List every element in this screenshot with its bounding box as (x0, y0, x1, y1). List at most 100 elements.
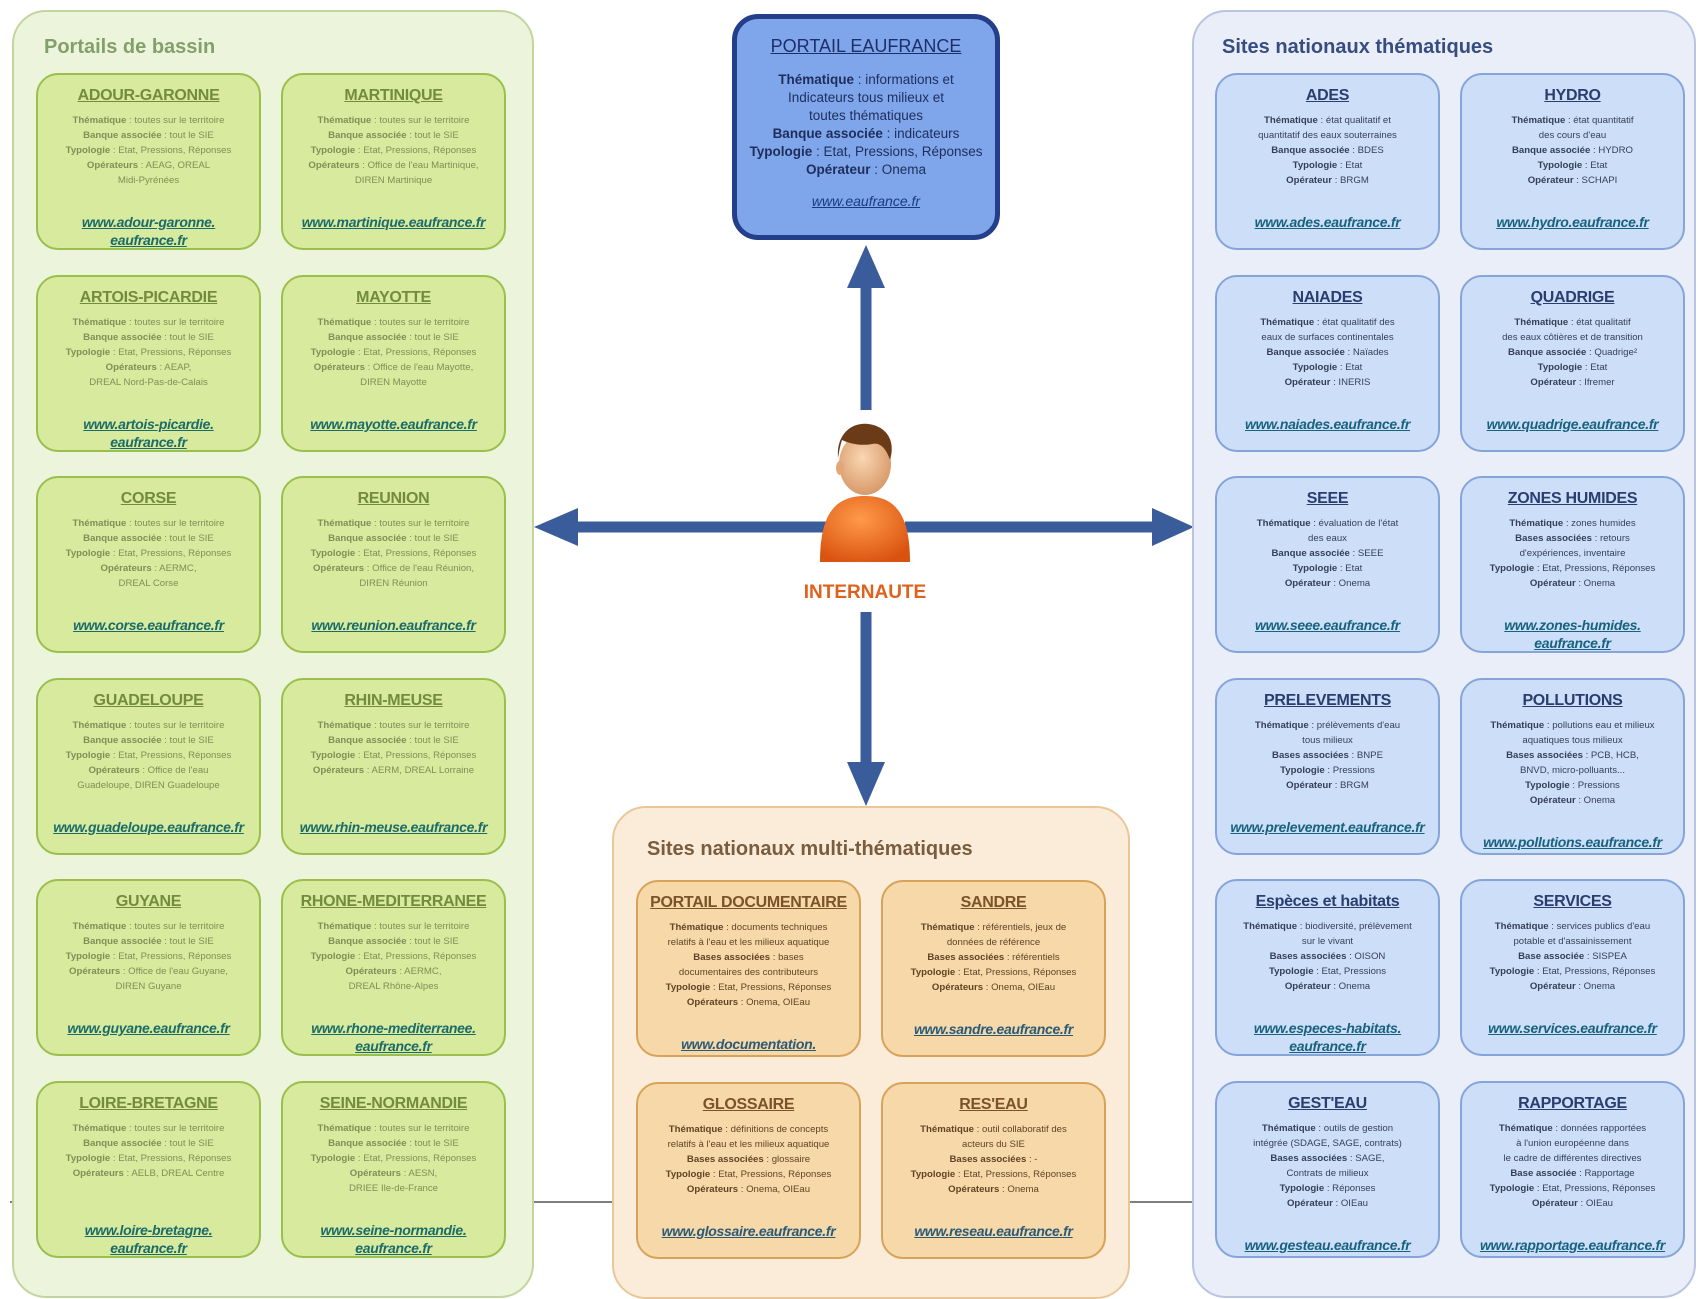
site-card-title[interactable]: SERVICES (1533, 893, 1612, 910)
site-card-title[interactable]: PORTAIL DOCUMENTAIRE (650, 894, 847, 911)
site-card-link[interactable]: www.rhone-mediterranee. (311, 1020, 476, 1036)
site-card-link[interactable]: eaufrance.fr (1289, 1038, 1366, 1054)
site-card-line-key: Opérateur (1284, 377, 1331, 388)
portail-link[interactable]: www.eaufrance.fr (811, 193, 921, 209)
site-card-line-value: DIREN Réunion (359, 578, 428, 589)
site-card-title[interactable]: RHIN-MEUSE (344, 692, 443, 709)
site-card-link[interactable]: www.pollutions.eaufrance.fr (1483, 834, 1662, 850)
site-card-link[interactable]: www.reunion.eaufrance.fr (311, 617, 476, 633)
site-card-title[interactable]: ADOUR-GARONNE (77, 87, 220, 104)
site-card-title[interactable]: RAPPORTAGE (1518, 1095, 1627, 1112)
site-card-line-value: à l'union européenne dans (1516, 1138, 1629, 1149)
site-card-link[interactable]: www.mayotte.eaufrance.fr (310, 416, 477, 432)
site-card-title[interactable]: ADES (1305, 87, 1350, 104)
site-card-title[interactable]: MAYOTTE (356, 289, 431, 306)
site-card-title[interactable]: ARTOIS-PICARDIE (79, 289, 218, 306)
site-card-title[interactable]: GUADELOUPE (93, 692, 204, 709)
site-card-line-key: Opérateur (1286, 1198, 1333, 1209)
arrow-right-head (1152, 508, 1194, 546)
site-card-line-value: : Etat, Pressions, Réponses (955, 967, 1077, 978)
site-card-line: Opérateurs : Office de l'eau Guyane, (41, 964, 256, 979)
site-card-link[interactable]: www.seine-normandie. (320, 1222, 467, 1238)
site-card-link[interactable]: eaufrance.fr (110, 434, 187, 450)
site-card-link[interactable]: www.zones-humides. (1504, 617, 1641, 633)
site-card-link[interactable]: www.artois-picardie. (83, 416, 214, 432)
site-card-link[interactable]: www.guadeloupe.eaufrance.fr (53, 819, 244, 835)
arrow-up-head (847, 245, 885, 288)
site-card-title[interactable]: SEINE-NORMANDIE (319, 1095, 468, 1112)
portail-line: Banque associée : indicateurs (737, 125, 995, 143)
site-card-link[interactable]: www.guyane.eaufrance.fr (67, 1020, 230, 1036)
site-card-link[interactable]: eaufrance.fr (641, 1053, 856, 1055)
site-card-link[interactable]: www.glossaire.eaufrance.fr (661, 1223, 836, 1239)
site-card-line: relatifs à l'eau et les milieux aquatiqu… (641, 1137, 856, 1152)
site-card-line: Banque associée : SEEE (1220, 546, 1435, 561)
site-card-link[interactable]: www.services.eaufrance.fr (1488, 1020, 1657, 1036)
site-card-title[interactable]: Espèces et habitats (1255, 893, 1400, 910)
site-card-title[interactable]: RHONE-MEDITERRANEE (300, 893, 487, 910)
site-card-link[interactable]: www.rapportage.eaufrance.fr (1479, 1237, 1666, 1253)
site-card-title[interactable]: GLOSSAIRE (702, 1096, 795, 1113)
site-card-title[interactable]: RES'EAU (959, 1096, 1028, 1113)
site-card-link[interactable]: www.documentation. (681, 1036, 816, 1052)
site-card-line-key: Banque associée (1271, 548, 1350, 559)
site-card-link[interactable]: www.martinique.eaufrance.fr (301, 214, 486, 230)
site-card-line: Typologie : Etat, Pressions, Réponses (286, 546, 501, 561)
site-card-link[interactable]: www.sandre.eaufrance.fr (913, 1021, 1074, 1037)
site-card-link[interactable]: www.naiades.eaufrance.fr (1244, 416, 1410, 432)
site-card-line-value: : toutes sur le territoire (126, 921, 225, 932)
site-card-title[interactable]: LOIRE-BRETAGNE (79, 1095, 218, 1112)
site-card-link[interactable]: eaufrance.fr (110, 232, 187, 248)
site-card-link[interactable]: www.adour-garonne. (81, 214, 216, 230)
site-card-link[interactable]: eaufrance.fr (110, 1240, 187, 1256)
site-card-link[interactable]: www.quadrige.eaufrance.fr (1486, 416, 1659, 432)
site-card-line-value: : Etat (1582, 362, 1608, 373)
site-card-line-key: Opérateurs (308, 160, 360, 171)
site-card-title[interactable]: REUNION (357, 490, 430, 507)
site-card-title[interactable]: SEEE (1306, 490, 1349, 507)
site-card-line: Thématique : pollutions eau et milieux (1465, 718, 1680, 733)
site-card-title[interactable]: CORSE (120, 490, 177, 507)
site-card-line-value: : Etat (1582, 160, 1608, 171)
site-card-title[interactable]: ZONES HUMIDES (1507, 490, 1638, 507)
site-card-link[interactable]: eaufrance.fr (355, 1038, 432, 1054)
site-card-line: le cadre de différentes directives (1465, 1151, 1680, 1166)
site-card-title[interactable]: GEST'EAU (1288, 1095, 1367, 1112)
site-card-link[interactable]: www.prelevement.eaufrance.fr (1230, 819, 1425, 835)
site-card-title[interactable]: NAIADES (1292, 289, 1363, 306)
site-card-link[interactable]: www.rhin-meuse.eaufrance.fr (299, 819, 488, 835)
site-card-title[interactable]: MARTINIQUE (344, 87, 443, 104)
site-card-line: Banque associée : tout le SIE (41, 330, 256, 345)
site-card-link[interactable]: eaufrance.fr (355, 1240, 432, 1256)
site-card-line-key: Opérateur (1284, 578, 1331, 589)
site-card-title[interactable]: PRELEVEMENTS (1263, 692, 1392, 709)
site-card-title[interactable]: POLLUTIONS (1522, 692, 1623, 709)
site-card-title[interactable]: GUYANE (115, 893, 182, 910)
site-card-line: sur le vivant (1220, 934, 1435, 949)
site-card-line-value: : évaluation de l'état (1310, 518, 1399, 529)
site-card-link[interactable]: www.seee.eaufrance.fr (1255, 617, 1400, 633)
site-card-link[interactable]: eaufrance.fr (1534, 635, 1611, 651)
site-card-line-value: : données rapportées (1552, 1123, 1647, 1134)
site-card-link[interactable]: www.reseau.eaufrance.fr (914, 1223, 1073, 1239)
site-card-line-key: Opérateur (1527, 175, 1574, 186)
site-card-title[interactable]: QUADRIGE (1530, 289, 1615, 306)
portail-line: Typologie : Etat, Pressions, Réponses (737, 143, 995, 161)
site-card-line-value: : Etat, Pressions, Réponses (355, 951, 477, 962)
site-card-link[interactable]: www.corse.eaufrance.fr (73, 617, 224, 633)
site-card-link[interactable]: www.hydro.eaufrance.fr (1496, 214, 1649, 230)
site-card-line-value: Guadeloupe, DIREN Guadeloupe (77, 780, 220, 791)
site-card-title[interactable]: HYDRO (1544, 87, 1601, 104)
site-card-link[interactable]: www.ades.eaufrance.fr (1254, 214, 1401, 230)
site-card-link[interactable]: www.especes-habitats. (1253, 1020, 1402, 1036)
site-card-line-value: : tout le SIE (161, 533, 214, 544)
site-card-line-key: Opérateur (1529, 795, 1576, 806)
site-card-link[interactable]: www.loire-bretagne. (84, 1222, 213, 1238)
site-card-link[interactable]: www.gesteau.eaufrance.fr (1244, 1237, 1411, 1253)
site-card-title[interactable]: SANDRE (960, 894, 1027, 911)
site-card-line-value: : référentiels (1004, 952, 1060, 963)
site-card-line-key: Typologie (310, 548, 356, 559)
